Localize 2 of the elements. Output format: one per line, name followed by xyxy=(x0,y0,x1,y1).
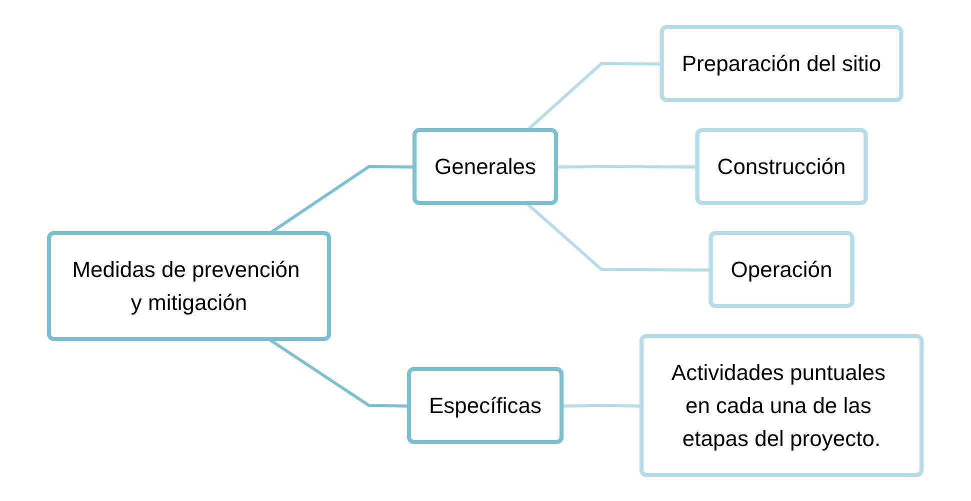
connector xyxy=(556,164,698,168)
connector xyxy=(562,404,642,407)
